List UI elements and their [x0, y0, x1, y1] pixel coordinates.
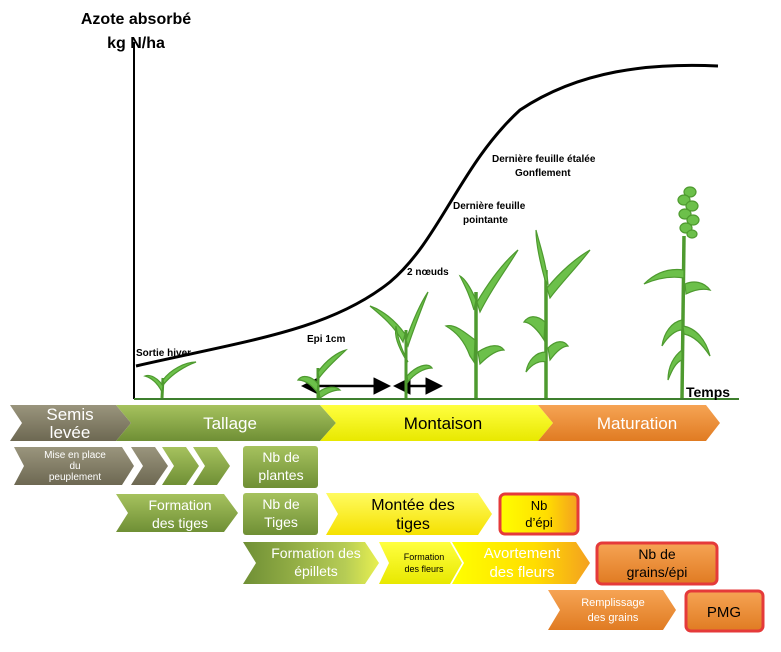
stage-label-sortie-hiver: Sortie hiver [136, 348, 191, 359]
remplissage-grains-l1: Remplissage [581, 597, 645, 609]
wheat-plant-derniere-etalee-icon [522, 229, 591, 398]
nb-grains-l2: grains/épi [627, 564, 688, 580]
mise-en-place-arrow [14, 447, 134, 485]
avortement-fleurs-arrow [452, 542, 590, 584]
nb-tiges-l1: Nb de [262, 496, 300, 512]
montee-tiges-l2: tiges [396, 516, 430, 533]
wheat-plant-sortie-hiver-icon [143, 361, 197, 399]
nb-plantes-l2: plantes [258, 467, 303, 483]
stage-label-2-noeuds: 2 nœuds [407, 267, 449, 278]
phase-semis-label-l1: Semis [46, 405, 93, 424]
formation-epillets-l2: épillets [294, 563, 338, 579]
nitrogen-uptake-curve [135, 63, 719, 368]
remplissage-grains-l2: des grains [588, 612, 639, 624]
chevron-1-icon [131, 447, 168, 485]
phase-tallage-arrow [116, 405, 336, 441]
mise-en-place-l1: Mise en place [44, 450, 106, 461]
nb-epi-l1: Nb [531, 498, 548, 513]
nb-plantes-l1: Nb de [262, 449, 300, 465]
nb-tiges-box [243, 493, 318, 535]
avortement-fleurs-l1: Avortement [484, 545, 561, 562]
chevron-3-icon [193, 447, 230, 485]
formation-fleurs-l2: des fleurs [404, 564, 444, 574]
montee-tiges-l1: Montée des [371, 497, 455, 514]
pmg-label: PMG [707, 604, 741, 621]
formation-tiges-l1: Formation [148, 497, 211, 513]
wheat-plant-2-noeuds-icon [369, 291, 434, 398]
nb-tiges-l2: Tiges [264, 514, 298, 530]
phase-maturation-label: Maturation [597, 414, 677, 433]
nb-grains-l1: Nb de [638, 546, 676, 562]
phase-maturation-arrow [538, 405, 720, 441]
phase-semis-label-l2: levée [50, 423, 91, 442]
formation-tiges-l2: des tiges [152, 515, 208, 531]
phase-montaison-arrow [320, 405, 553, 441]
phase-montaison-label: Montaison [404, 414, 482, 433]
pmg-box [684, 589, 765, 633]
y-axis-title-line2: kg N/ha [107, 35, 165, 52]
nb-epi-box [498, 492, 580, 536]
formation-fleurs-l1: Formation [404, 552, 445, 562]
y-axis-title: Azote absorbé kg N/ha [72, 8, 200, 56]
montee-tiges-arrow [326, 493, 492, 535]
stage-label-derniere-etalee-l2: Gonflement [515, 168, 571, 179]
wheat-plant-epi-1cm-icon [296, 348, 348, 400]
mise-en-place-l3: peuplement [49, 472, 101, 483]
nb-plantes-box [243, 446, 318, 488]
y-axis-title-line1: Azote absorbé [80, 11, 192, 28]
stage-label-epi-1cm: Epi 1cm [307, 334, 345, 345]
phase-semis-arrow [10, 405, 131, 441]
formation-fleurs-arrow [379, 542, 462, 584]
stage-label-derniere-pointante-l1: Dernière feuille [453, 201, 526, 212]
nb-grains-box [595, 541, 719, 586]
avortement-fleurs-l2: des fleurs [489, 564, 554, 581]
nb-epi-l2: d’épi [525, 515, 553, 530]
formation-tiges-arrow [116, 494, 238, 532]
stage-label-derniere-etalee-l1: Dernière feuille étalée [492, 154, 596, 165]
stage-label-derniere-pointante-l2: pointante [463, 215, 508, 226]
wheat-plant-derniere-pointante-icon [444, 249, 519, 398]
phase-tallage-label: Tallage [203, 414, 257, 433]
x-axis-title: Temps [686, 384, 730, 400]
chevron-2-icon [162, 447, 199, 485]
mise-en-place-l2: du [69, 461, 80, 472]
remplissage-grains-arrow [548, 590, 676, 630]
formation-epillets-arrow [243, 542, 379, 584]
formation-epillets-l1: Formation des [271, 545, 360, 561]
wheat-plant-epi-icon [643, 186, 712, 399]
